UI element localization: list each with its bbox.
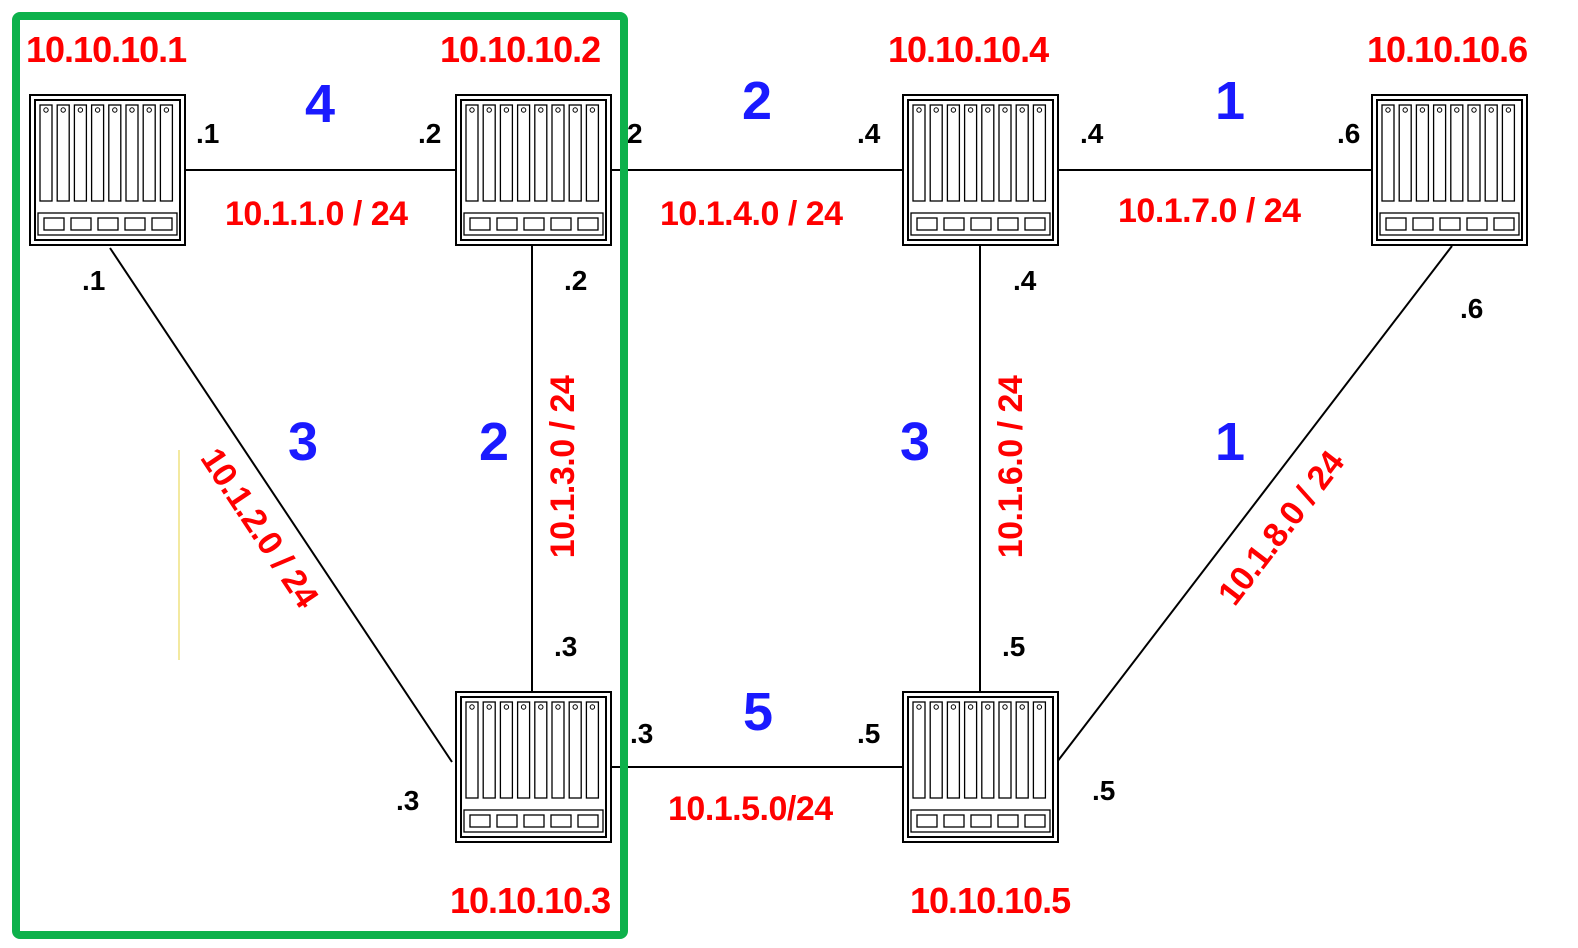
router-r3 <box>455 691 612 843</box>
if-r1-to-r2: .1 <box>196 118 219 149</box>
routers <box>29 94 1528 843</box>
network-label-r4-r5: 10.1.6.0 / 24 <box>992 375 1030 558</box>
cost-label-r1-r2: 4 <box>305 74 335 134</box>
link-r1-r3 <box>109 247 453 763</box>
router-label-r1: 10.10.10.1 <box>26 29 187 70</box>
cost-label-r1-r3: 3 <box>288 412 318 472</box>
cost-label-r2-r4: 2 <box>742 71 772 131</box>
if-r3-to-r2: .3 <box>554 631 577 662</box>
if-r5-to-r6: .5 <box>1092 775 1115 806</box>
network-label-r2-r3: 10.1.3.0 / 24 <box>544 375 582 558</box>
link-r5-r6 <box>1056 245 1453 763</box>
cost-label-r3-r5: 5 <box>743 682 773 742</box>
if-r6-to-r4: .6 <box>1337 118 1360 149</box>
router-label-r5: 10.10.10.5 <box>910 880 1071 921</box>
if-r3-to-r5: .3 <box>630 718 653 749</box>
cost-labels: 4 2 1 3 2 3 1 5 <box>288 71 1245 742</box>
interface-labels: .1 .2 2 .4 .4 .6 .1 .2 .4 .6 .3 .5 .3 .5… <box>82 118 1483 816</box>
router-r5 <box>902 691 1059 843</box>
router-r2 <box>455 94 612 246</box>
network-label-r4-r6: 10.1.7.0 / 24 <box>1118 192 1301 230</box>
cost-label-r4-r5: 3 <box>900 412 930 472</box>
router-chassis-icon <box>902 691 1059 843</box>
router-r4 <box>902 94 1059 246</box>
network-label-r3-r5: 10.1.5.0/24 <box>668 790 833 828</box>
if-r3-to-r1: .3 <box>396 785 419 816</box>
router-label-r4: 10.10.10.4 <box>888 29 1049 70</box>
if-r1-to-r3: .1 <box>82 265 105 296</box>
cost-label-r5-r6: 1 <box>1215 412 1245 472</box>
cost-label-r2-r3: 2 <box>479 412 509 472</box>
router-labels: 10.10.10.1 10.10.10.2 10.10.10.4 10.10.1… <box>26 29 1528 921</box>
cost-label-r4-r6: 1 <box>1215 71 1245 131</box>
router-chassis-icon <box>455 691 612 843</box>
if-r5-to-r4: .5 <box>1002 631 1025 662</box>
router-chassis-icon <box>902 94 1059 246</box>
if-r2-to-r3: .2 <box>564 265 587 296</box>
router-label-r2: 10.10.10.2 <box>440 29 600 70</box>
if-r2-to-r1: .2 <box>418 118 441 149</box>
router-label-r6: 10.10.10.6 <box>1367 29 1527 70</box>
network-label-r1-r2: 10.1.1.0 / 24 <box>225 195 408 233</box>
router-chassis-icon <box>29 94 186 246</box>
router-chassis-icon <box>455 94 612 246</box>
if-r2-to-r4: 2 <box>627 118 643 149</box>
router-r6 <box>1371 94 1528 246</box>
links <box>109 169 1453 768</box>
network-label-r2-r4: 10.1.4.0 / 24 <box>660 195 843 233</box>
if-r5-to-r3: .5 <box>857 718 880 749</box>
highlight-box <box>12 12 628 939</box>
router-r1 <box>29 94 186 246</box>
router-chassis-icon <box>1371 94 1528 246</box>
router-label-r3: 10.10.10.3 <box>450 880 610 921</box>
if-r6-to-r5: .6 <box>1460 293 1483 324</box>
if-r4-to-r5: .4 <box>1013 265 1037 296</box>
if-r4-to-r2: .4 <box>857 118 881 149</box>
if-r4-to-r6: .4 <box>1080 118 1104 149</box>
